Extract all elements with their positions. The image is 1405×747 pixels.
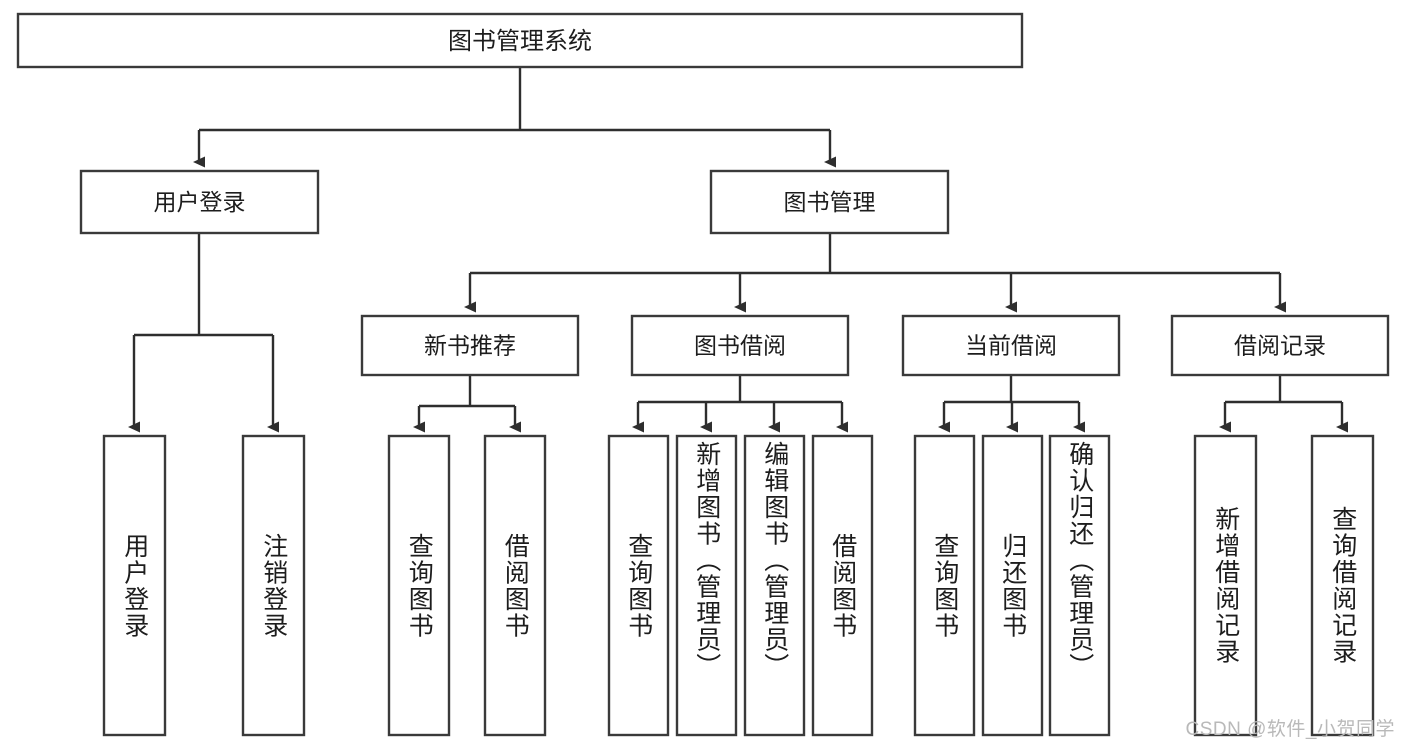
leaf-box-borrow-books[interactable] [811,434,874,737]
leaf-box-query-books-recommend[interactable] [387,434,451,737]
node-borrow-record-label: 借阅记录 [1234,333,1326,359]
leaf-box-add-borrow-record[interactable] [1193,434,1258,737]
leaf-box-query-books-borrow[interactable] [607,434,670,737]
node-current-borrow[interactable]: 当前借阅 [901,314,1121,377]
node-user-login[interactable]: 用户登录 [79,169,320,235]
node-book-borrow[interactable]: 图书借阅 [630,314,850,377]
node-new-book-recommend-label: 新书推荐 [424,333,516,359]
leaf-box-return-books[interactable] [981,434,1044,737]
node-book-management-box[interactable] [709,169,950,235]
leaf-box-query-borrow-record[interactable] [1310,434,1375,737]
node-book-management[interactable]: 图书管理 [709,169,950,235]
node-root-label: 图书管理系统 [448,28,592,55]
node-new-book-recommend-box[interactable] [360,314,580,377]
node-current-borrow-box[interactable] [901,314,1121,377]
leaf-box-user-login[interactable] [102,434,167,737]
node-book-borrow-box[interactable] [630,314,850,377]
node-root[interactable]: 图书管理系统 [16,12,1024,69]
node-current-borrow-label: 当前借阅 [965,333,1057,359]
node-layer: 图书管理系统 用户登录 图书管理 新书推荐 图书借阅 当前 [16,12,1390,737]
node-user-login-label: 用户登录 [154,189,246,215]
node-book-borrow-label: 图书借阅 [694,333,786,359]
node-user-login-box[interactable] [79,169,320,235]
node-borrow-record[interactable]: 借阅记录 [1170,314,1390,377]
node-book-management-label: 图书管理 [784,189,876,215]
leaf-box-query-books-current[interactable] [913,434,976,737]
node-borrow-record-box[interactable] [1170,314,1390,377]
node-root-box[interactable] [16,12,1024,69]
connector-layer [128,67,1348,433]
leaf-box-user-logout[interactable] [241,434,306,737]
node-new-book-recommend[interactable]: 新书推荐 [360,314,580,377]
leaf-box-edit-book-admin[interactable] [743,434,806,737]
leaf-box-add-book-admin[interactable] [675,434,738,737]
csdn-watermark: CSDN @软件_小贺同学 [1185,719,1395,740]
leaf-box-borrow-books-recommend[interactable] [483,434,547,737]
leaf-box-confirm-return-admin[interactable] [1048,434,1111,737]
